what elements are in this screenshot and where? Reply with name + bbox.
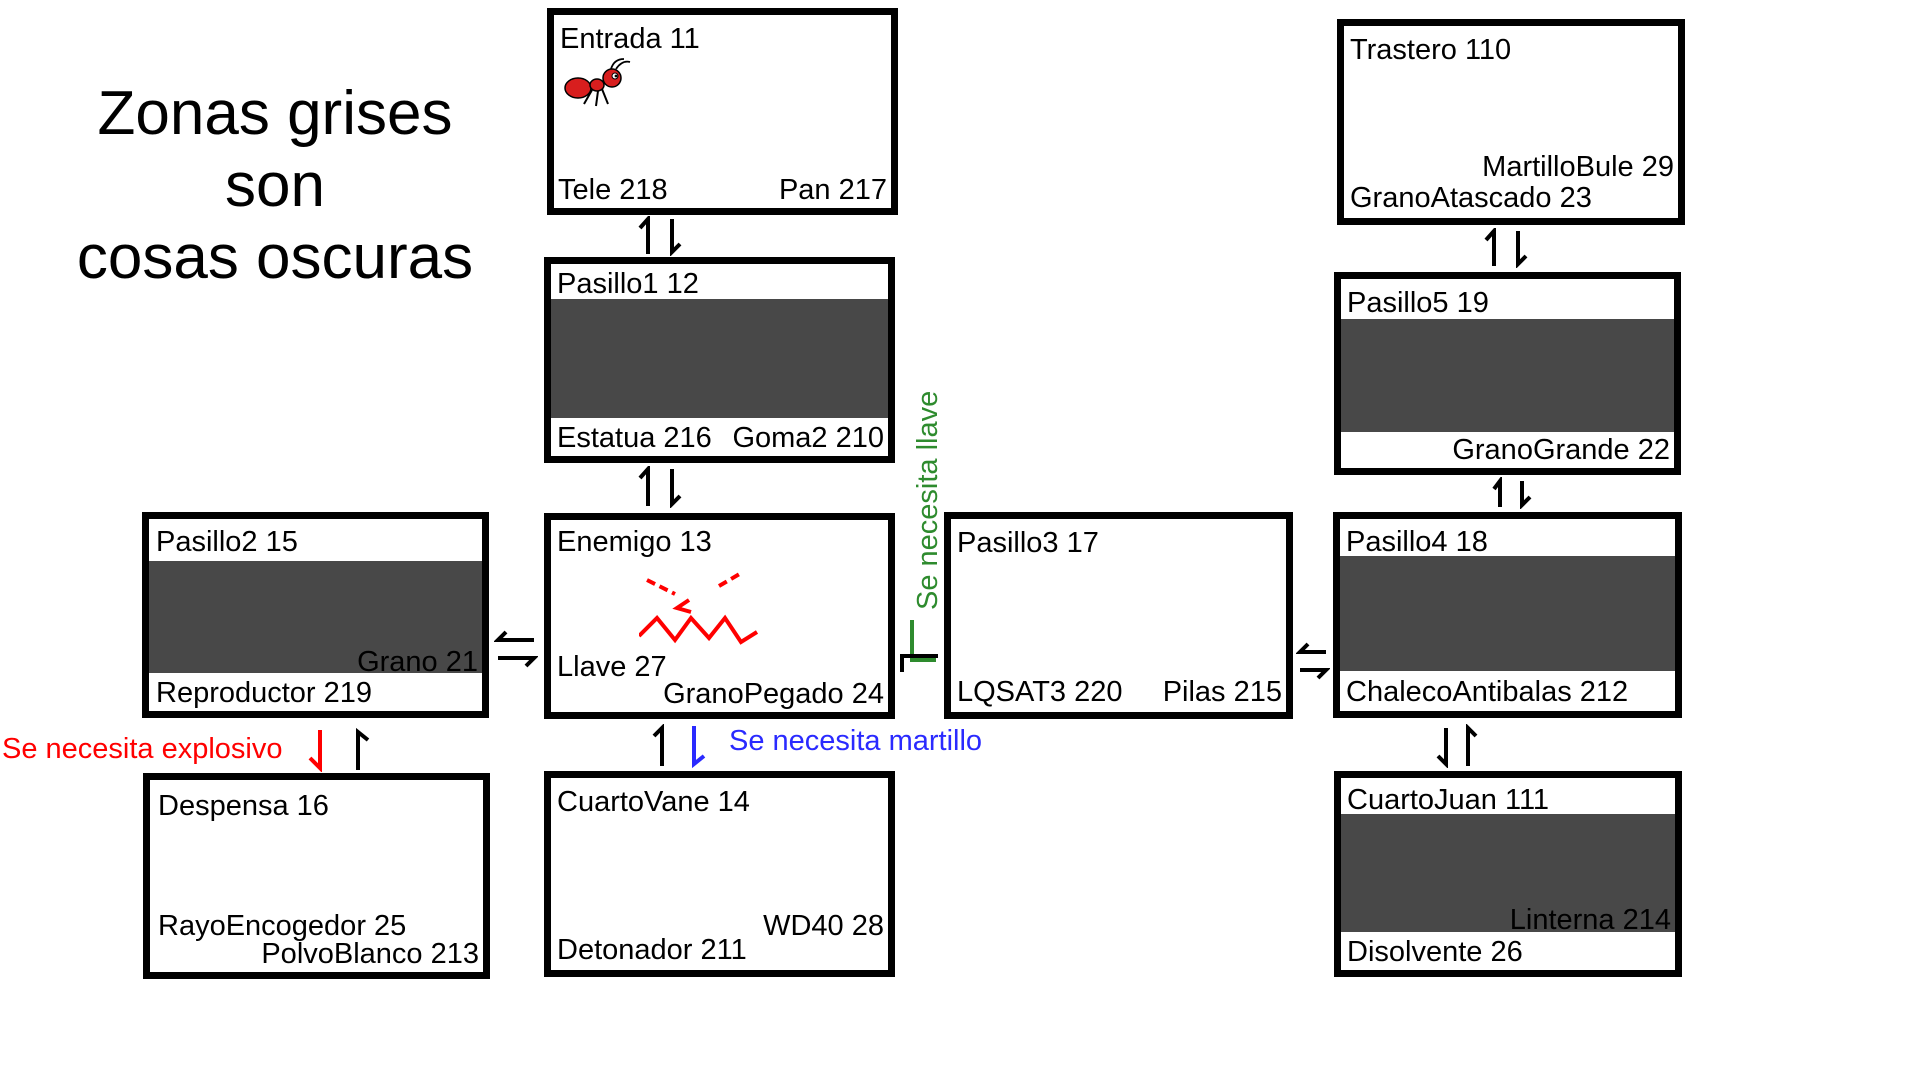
diagram-title: Zonas grises son cosas oscuras xyxy=(40,78,510,294)
bidirectional-arrow-icon xyxy=(1436,724,1478,768)
room-item: MartilloBule 29 xyxy=(1482,151,1674,183)
bidirectional-arrow-icon xyxy=(494,630,538,668)
hammer-required-note: Se necesita martillo xyxy=(729,725,983,757)
room-item: GranoGrande 22 xyxy=(1452,434,1670,466)
room-pasillo3: Pasillo3 17 LQSAT3 220 Pilas 215 xyxy=(944,512,1293,719)
room-enemigo: Enemigo 13 Llave 27 GranoPegado 24 xyxy=(544,513,895,719)
room-item: Pan 217 xyxy=(778,174,887,206)
room-item: WD40 28 xyxy=(763,910,884,942)
room-name: Trastero 110 xyxy=(1350,34,1512,66)
room-name: Enemigo 13 xyxy=(557,526,712,558)
room-item: Linterna 214 xyxy=(1509,904,1671,936)
room-name: Pasillo2 15 xyxy=(156,526,298,558)
room-name: CuartoVane 14 xyxy=(557,786,750,818)
dark-zone xyxy=(149,561,482,673)
room-name: Pasillo3 17 xyxy=(957,527,1099,559)
room-pasillo1: Pasillo1 12 Estatua 216 Goma2 210 xyxy=(544,257,895,463)
room-name: Despensa 16 xyxy=(158,790,329,822)
bidirectional-arrow-icon xyxy=(356,727,370,770)
bidirectional-arrow-icon xyxy=(638,216,682,256)
room-pasillo4: Pasillo4 18 ChalecoAntibalas 212 xyxy=(1333,512,1682,718)
key-required-note: Se necesita llave xyxy=(912,390,944,610)
room-item: Detonador 211 xyxy=(557,934,747,966)
room-item: Pilas 215 xyxy=(1162,676,1282,708)
bidirectional-arrow-icon xyxy=(1296,642,1330,680)
title-line-1: Zonas grises xyxy=(97,79,453,148)
room-item: Goma2 210 xyxy=(732,422,884,454)
room-item: GranoPegado 24 xyxy=(663,678,884,710)
room-item: Reproductor 219 xyxy=(156,677,373,709)
key-arrow-icon xyxy=(910,620,936,662)
bidirectional-arrow-icon xyxy=(900,654,938,672)
title-line-2: son xyxy=(225,151,325,220)
ant-icon xyxy=(564,58,631,107)
angry-face-icon xyxy=(639,570,759,645)
room-item: Llave 27 xyxy=(557,651,667,683)
room-item: RayoEncogedor 25 xyxy=(158,910,407,942)
room-name: Pasillo5 19 xyxy=(1347,287,1489,319)
title-line-3: cosas oscuras xyxy=(76,223,474,292)
room-item: Disolvente 26 xyxy=(1347,936,1523,968)
dark-zone xyxy=(1340,556,1675,671)
explosive-required-note: Se necesita explosivo xyxy=(2,733,283,765)
bidirectional-arrow-icon xyxy=(1484,228,1528,268)
room-cuartovane: CuartoVane 14 WD40 28 Detonador 211 xyxy=(544,771,895,977)
room-item: GranoAtascado 23 xyxy=(1350,182,1592,214)
room-item: PolvoBlanco 213 xyxy=(261,938,479,970)
dark-zone xyxy=(551,299,888,418)
room-despensa: Despensa 16 RayoEncogedor 25 PolvoBlanco… xyxy=(143,773,490,979)
room-item: Grano 21 xyxy=(357,646,478,678)
bidirectional-arrow-icon xyxy=(652,724,664,766)
room-name: Pasillo1 12 xyxy=(557,268,699,300)
room-item: Tele 218 xyxy=(558,174,668,206)
room-trastero: Trastero 110 MartilloBule 29 GranoAtasca… xyxy=(1337,19,1685,225)
dark-zone xyxy=(1341,319,1674,432)
room-item: Estatua 216 xyxy=(557,422,712,454)
room-name: Pasillo4 18 xyxy=(1346,526,1488,558)
dark-zone xyxy=(1341,814,1675,932)
room-entrada: Entrada 11 Tele 218 Pan 217 xyxy=(547,8,898,215)
bidirectional-arrow-icon xyxy=(638,466,682,508)
bidirectional-arrow-icon xyxy=(1492,477,1532,509)
room-name: CuartoJuan 111 xyxy=(1347,784,1550,816)
room-cuartojuan: CuartoJuan 111 Linterna 214 Disolvente 2… xyxy=(1334,771,1682,977)
room-item: LQSAT3 220 xyxy=(957,676,1123,708)
hammer-arrow-icon xyxy=(692,726,706,768)
room-pasillo2: Pasillo2 15 Grano 21 Reproductor 219 xyxy=(142,512,489,718)
room-name: Entrada 11 xyxy=(560,23,700,55)
explosive-arrow-icon xyxy=(308,730,322,772)
room-item: ChalecoAntibalas 212 xyxy=(1346,676,1629,708)
room-pasillo5: Pasillo5 19 GranoGrande 22 xyxy=(1334,272,1681,475)
